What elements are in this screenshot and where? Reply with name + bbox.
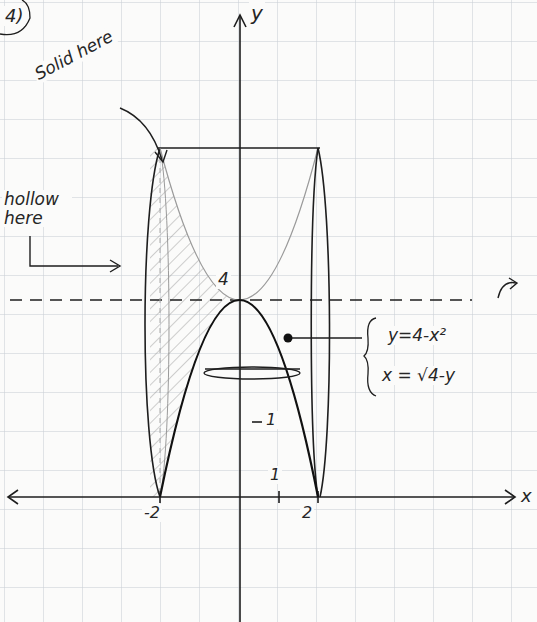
brace: [364, 318, 376, 396]
equation: y=4-x²: [386, 326, 448, 345]
problem-circle: [0, 0, 30, 35]
tick-label: 2: [300, 504, 314, 522]
curve-point: [284, 334, 293, 343]
tick-label: 1: [268, 466, 282, 484]
tick-label: 4: [216, 270, 231, 289]
tick-label: 1: [264, 411, 278, 429]
equation: x = √4-y: [380, 366, 457, 385]
tick-label: -2: [142, 504, 162, 522]
rotation-axis: [10, 278, 517, 300]
axis-label: y: [249, 2, 265, 24]
cylinder-outline: [145, 148, 330, 497]
axis-label: x: [519, 486, 534, 506]
leader-line: [292, 337, 362, 338]
parabola: [160, 300, 318, 497]
slice-disk: [204, 367, 300, 379]
hatching: [140, 140, 250, 500]
guide-line: [160, 148, 161, 497]
annotation: hollow here: [2, 190, 72, 227]
axes: [8, 15, 515, 622]
problem-number: 4): [3, 6, 25, 26]
reflected-curve: [160, 148, 318, 300]
